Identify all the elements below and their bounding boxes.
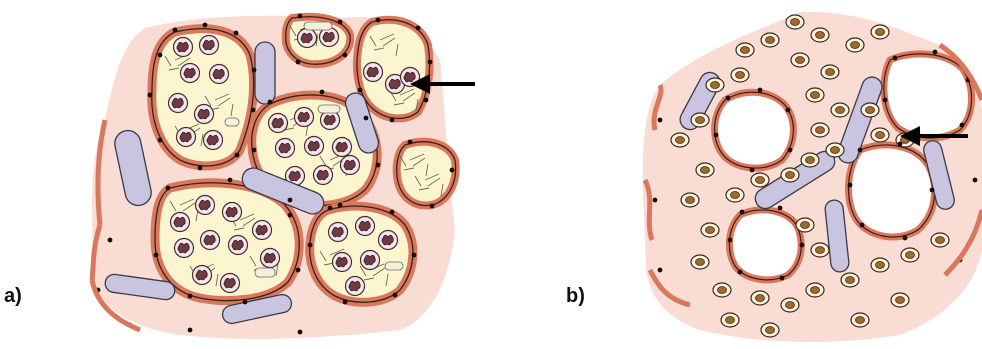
alveolus-a5 [397,142,456,206]
alveolus-a7 [310,206,413,302]
panel-label-b: b) [566,285,585,308]
panel-label-a: a) [4,285,22,308]
panel-b-illustration [643,12,982,342]
alveolus-a3 [357,20,430,119]
alveolus-a1 [152,29,254,166]
panel-a-illustration [92,14,456,339]
